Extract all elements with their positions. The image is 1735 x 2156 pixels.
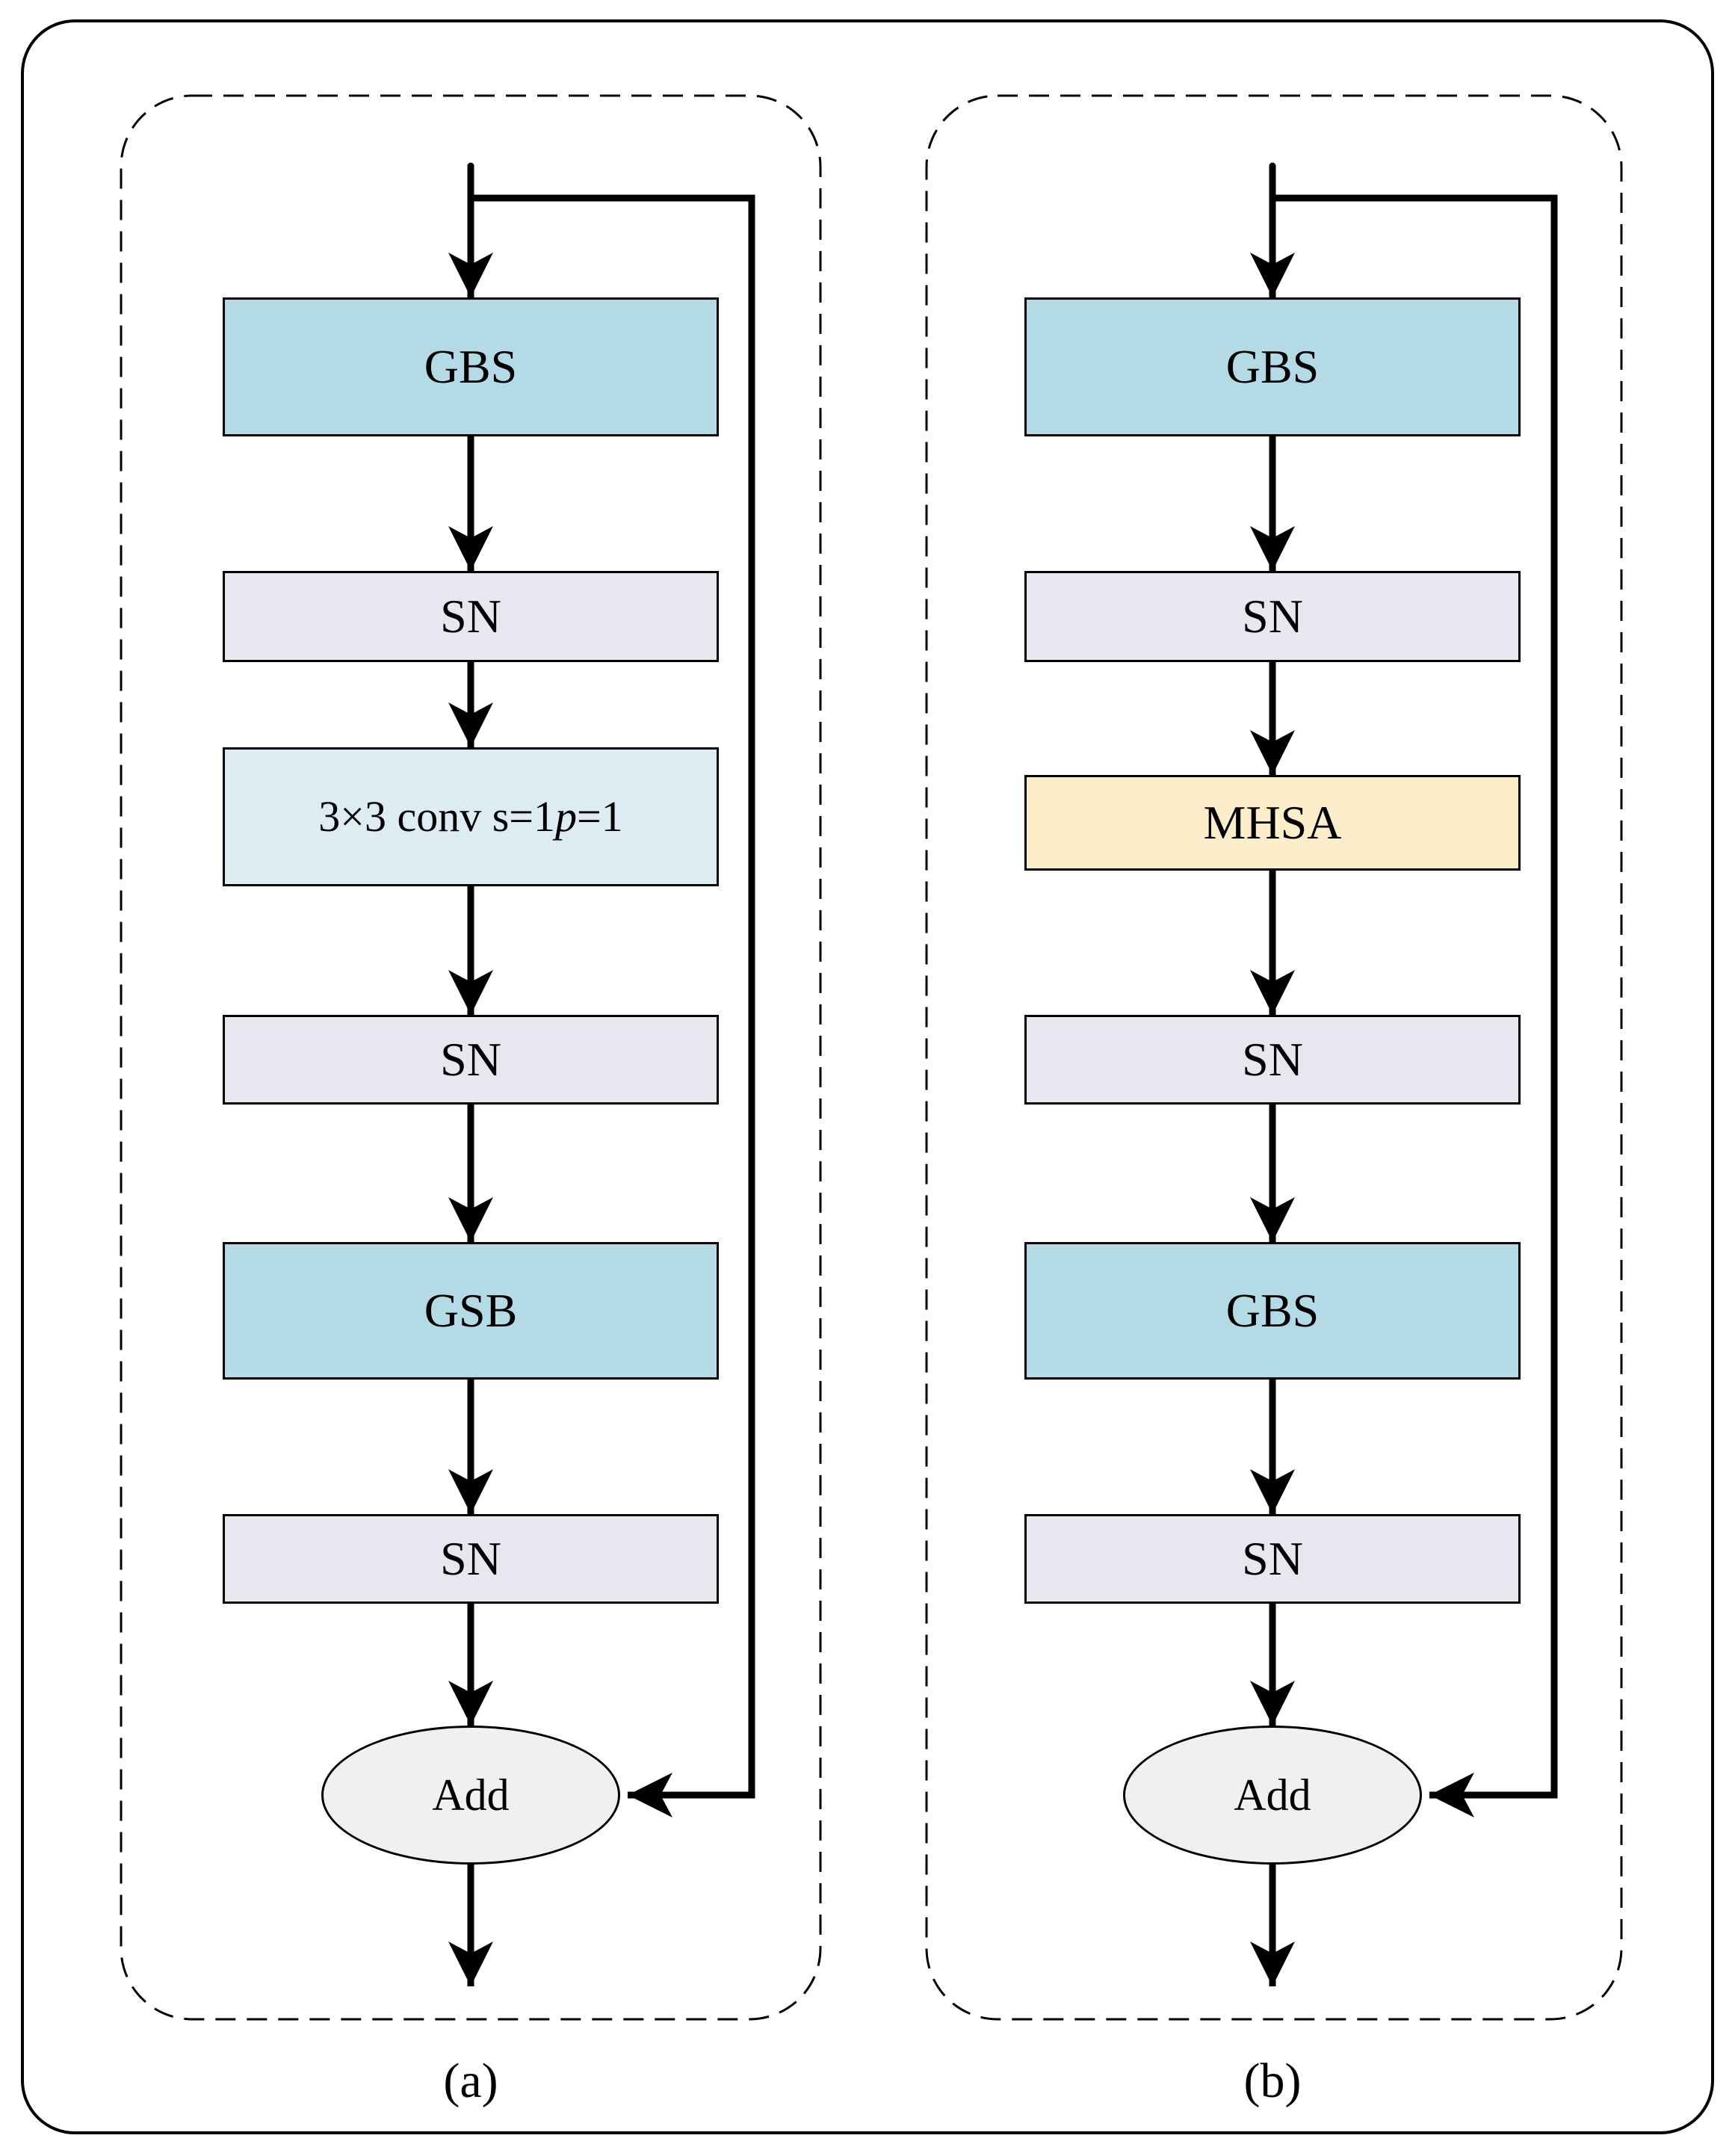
node-sn2-a: SN bbox=[223, 1015, 719, 1105]
node-gbs2-b: GBS bbox=[1024, 1242, 1521, 1380]
node-gbs-a: GBS bbox=[223, 297, 719, 436]
node-gsb-a: GSB bbox=[223, 1242, 719, 1380]
node-add-a: Add bbox=[321, 1726, 620, 1865]
node-sn1-b: SN bbox=[1024, 571, 1521, 662]
node-mhsa-b: MHSA bbox=[1024, 775, 1521, 871]
outer-frame bbox=[21, 19, 1714, 2134]
node-sn1-a: SN bbox=[223, 571, 719, 662]
conv-label-pre: 3×3 conv s=1 bbox=[318, 792, 555, 841]
panel-a-dashed-frame bbox=[120, 94, 822, 2021]
node-add-b: Add bbox=[1123, 1726, 1422, 1865]
panel-b-dashed-frame bbox=[925, 94, 1623, 2021]
node-conv-a: 3×3 conv s=1 p=1 bbox=[223, 747, 719, 886]
panel-a-caption: (a) bbox=[443, 2054, 498, 2108]
panel-b-caption: (b) bbox=[1243, 2054, 1302, 2108]
conv-label-post: =1 bbox=[577, 792, 623, 841]
panel-a-skip-connection bbox=[471, 194, 755, 1817]
conv-label-italic-p: p bbox=[555, 792, 577, 841]
node-sn3-b: SN bbox=[1024, 1514, 1521, 1604]
node-sn2-b: SN bbox=[1024, 1015, 1521, 1105]
node-gbs1-b: GBS bbox=[1024, 297, 1521, 436]
panel-b-skip-connection bbox=[1272, 194, 1558, 1817]
node-sn3-a: SN bbox=[223, 1514, 719, 1604]
